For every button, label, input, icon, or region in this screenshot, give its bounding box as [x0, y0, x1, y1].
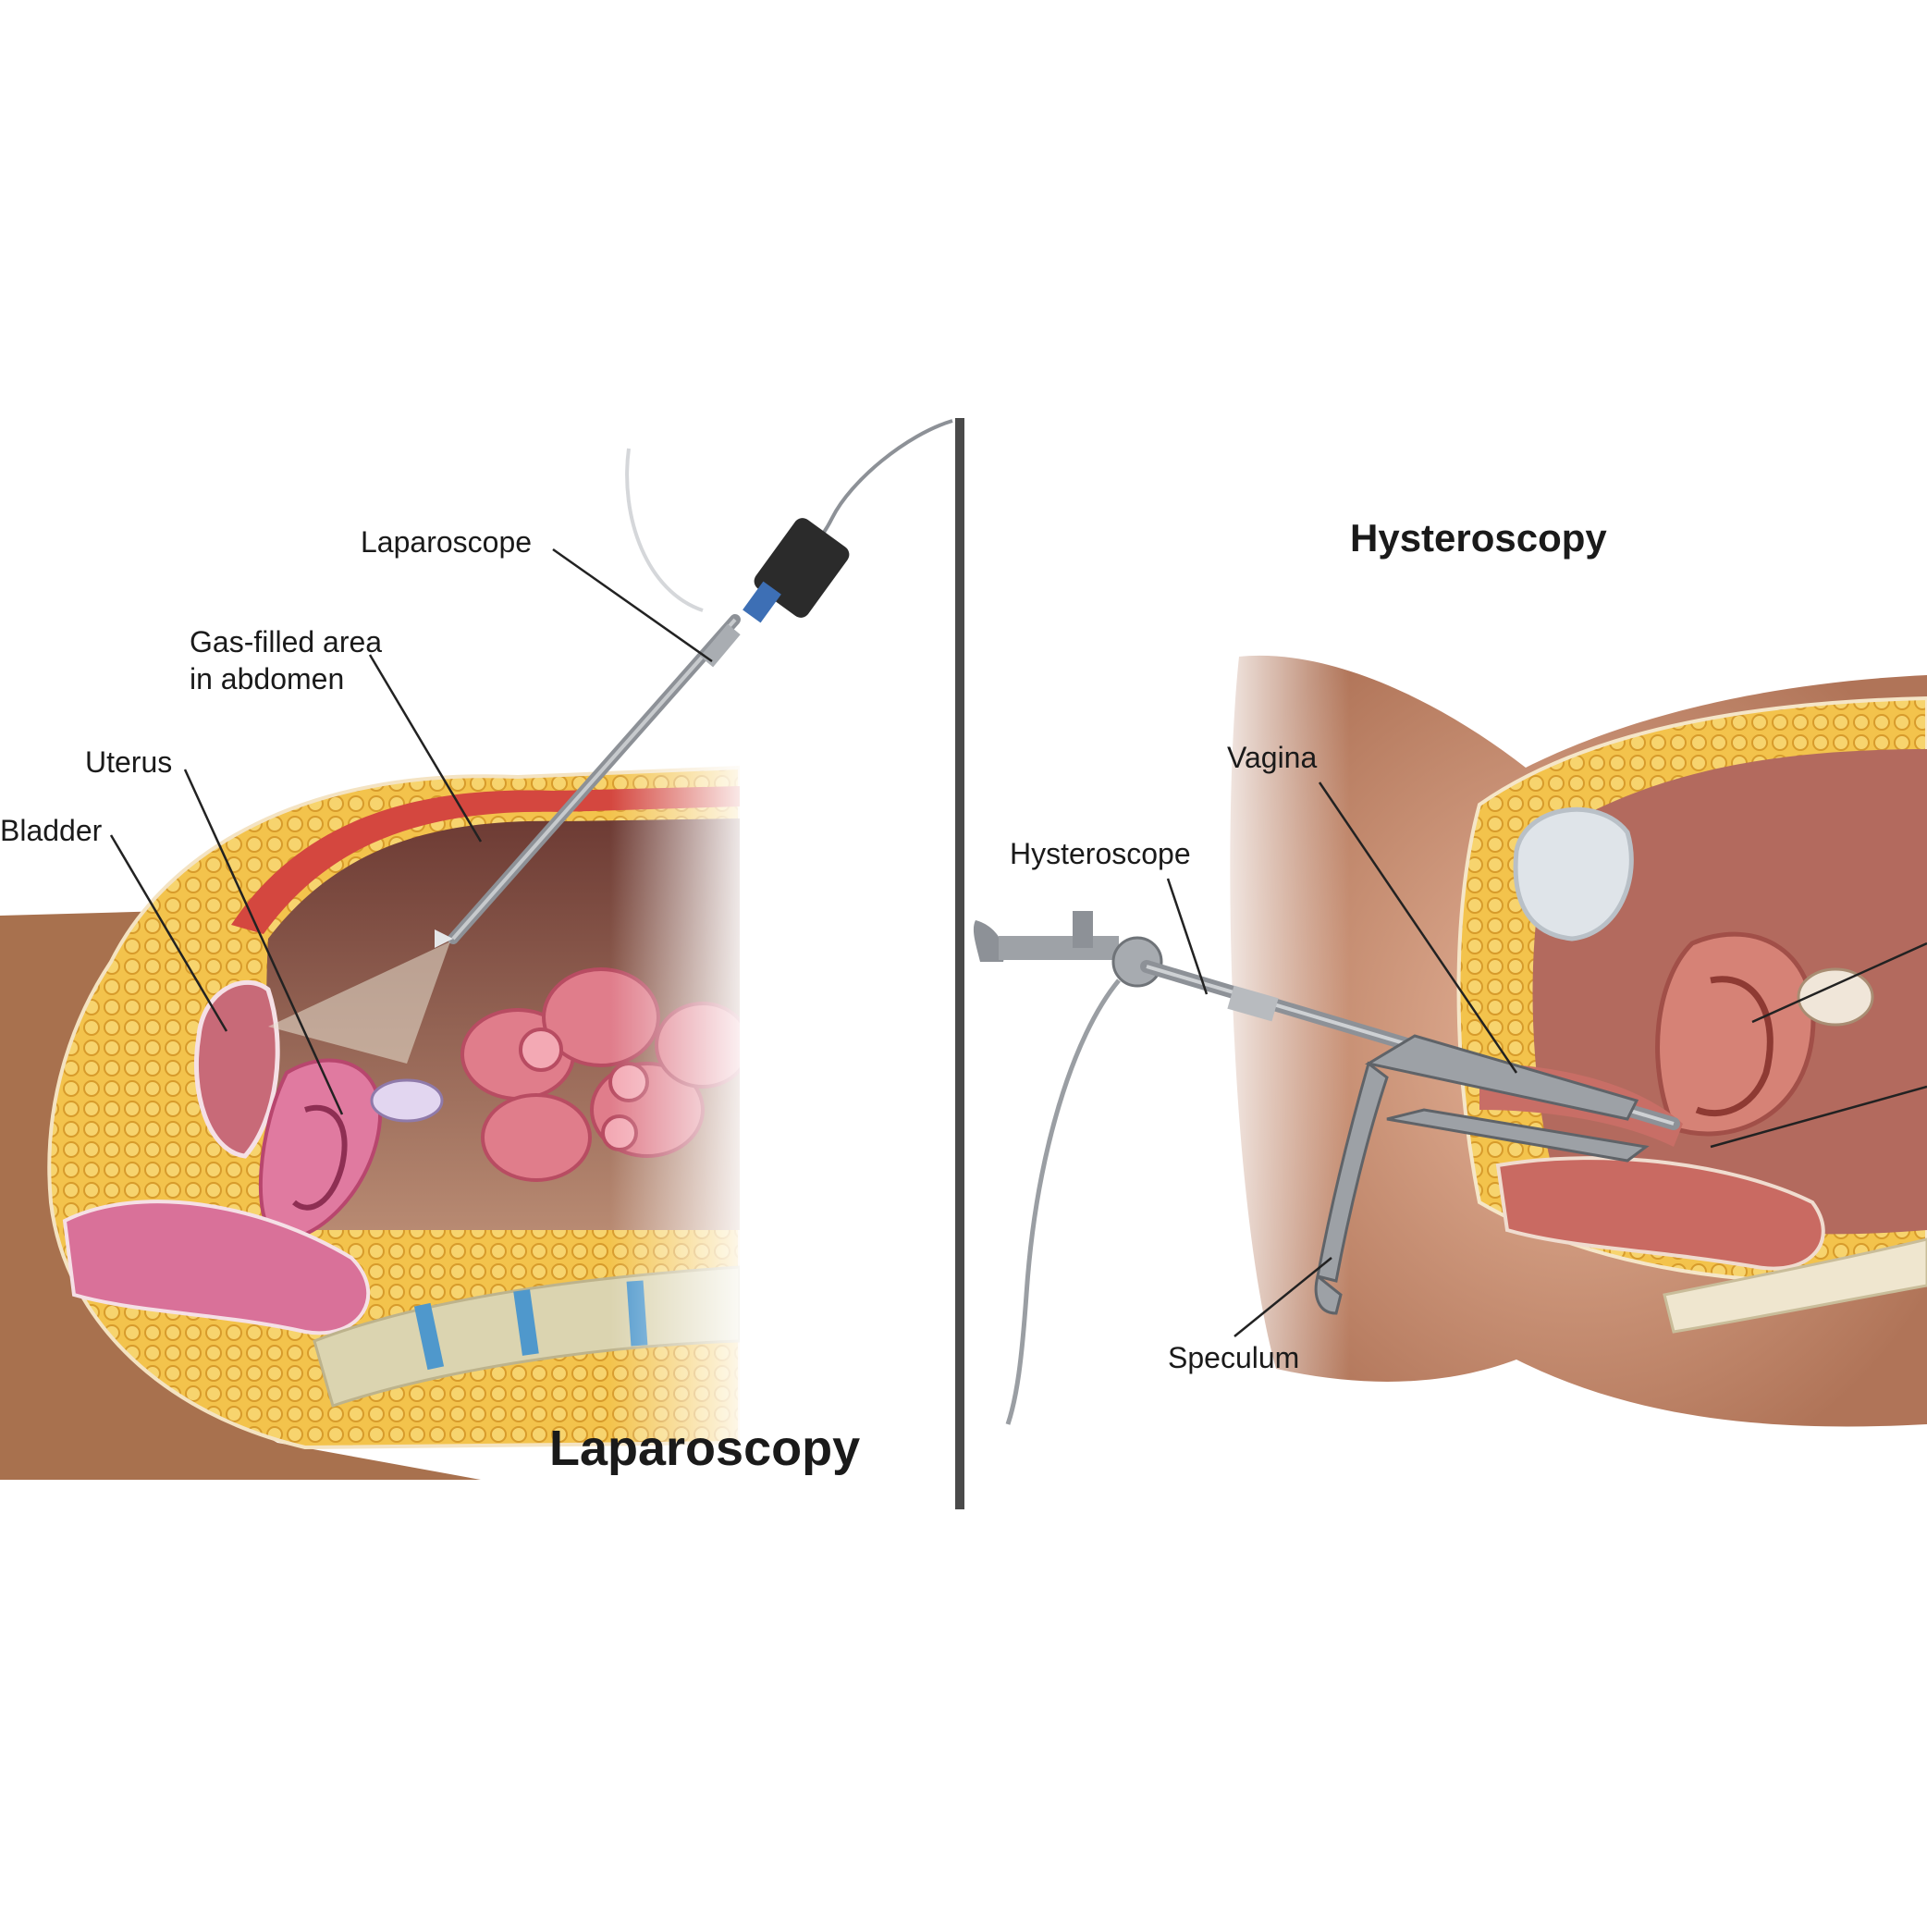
- label-gas-line2: in abdomen: [190, 660, 382, 697]
- label-gas-filled-area: Gas-filled area in abdomen: [190, 623, 382, 697]
- label-vagina: Vagina: [1227, 739, 1317, 776]
- label-speculum: Speculum: [1168, 1339, 1299, 1376]
- panel-divider: [955, 418, 964, 1509]
- laparoscopy-title: Laparoscopy: [549, 1418, 860, 1481]
- hysteroscopy-illustration: [974, 629, 1927, 1426]
- label-laparoscope: Laparoscope: [361, 523, 532, 560]
- label-gas-line1: Gas-filled area: [190, 623, 382, 660]
- ovary: [372, 1080, 442, 1121]
- label-uterus: Uterus: [85, 744, 172, 781]
- hysteroscopy-title: Hysteroscopy: [1350, 514, 1607, 563]
- laparoscopy-illustration: [0, 421, 952, 1480]
- label-bladder: Bladder: [0, 812, 102, 849]
- label-hysteroscope: Hysteroscope: [1010, 835, 1191, 872]
